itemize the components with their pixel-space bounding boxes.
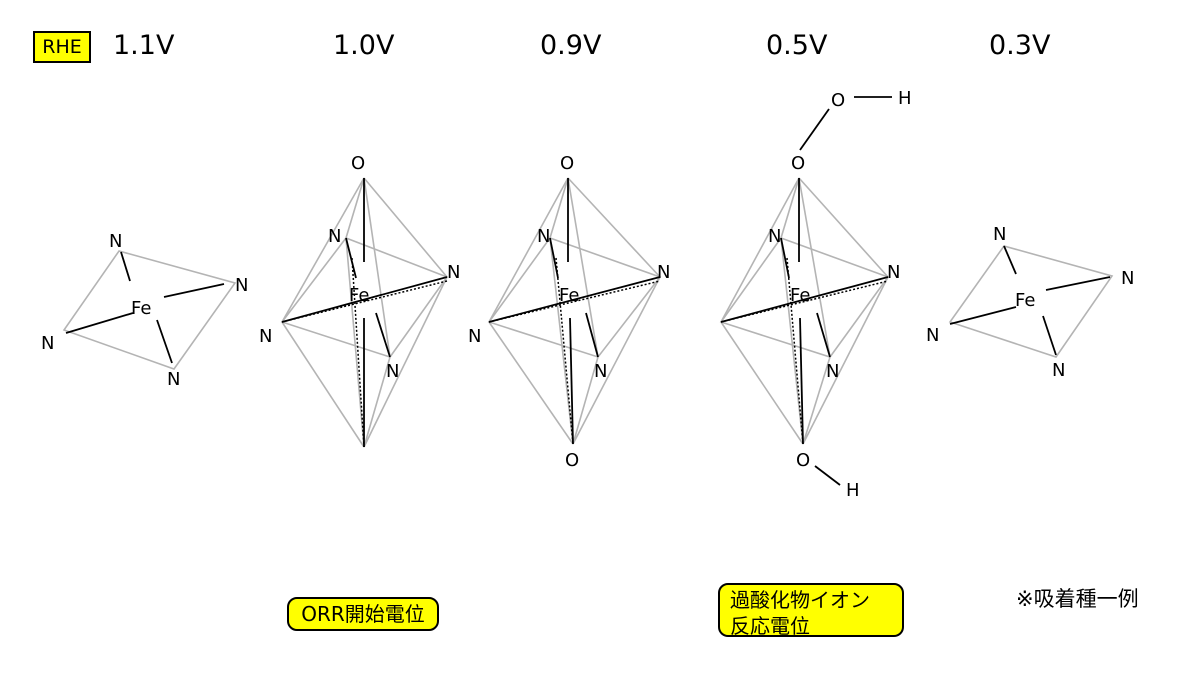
- structure-square-planar-1: Fe N N N N: [41, 231, 248, 390]
- n-atom: N: [887, 262, 900, 283]
- n-atom: N: [594, 361, 607, 382]
- fe-atom: Fe: [349, 285, 369, 306]
- adsorbate-example-note: ※吸着種一例: [1016, 587, 1139, 611]
- fe-atom: Fe: [131, 298, 151, 319]
- structure-octahedral-hydroxyl: O H O Fe N N N O H: [719, 88, 912, 501]
- n-atom: N: [537, 226, 550, 247]
- n-atom: N: [657, 262, 670, 283]
- n-atom: N: [167, 369, 180, 390]
- reference-electrode-label: RHE: [33, 31, 91, 63]
- n-atom: N: [235, 275, 248, 296]
- o-atom: O: [831, 90, 845, 111]
- potential-label-1: 1.1V: [113, 30, 175, 61]
- n-atom: N: [1121, 268, 1134, 289]
- o-atom: O: [560, 153, 574, 174]
- o-atom: O: [565, 450, 579, 471]
- potential-label-5: 0.3V: [989, 30, 1051, 61]
- fe-n-bonds: [949, 245, 1111, 356]
- fe-atom: Fe: [1015, 290, 1035, 311]
- peroxide-callout: 過酸化物イオン 反応電位: [718, 583, 904, 638]
- o-atom: O: [351, 153, 365, 174]
- back-bonds: [488, 257, 661, 445]
- potential-label-3: 0.9V: [540, 30, 602, 61]
- h-atom: H: [846, 480, 860, 501]
- coordination-frame: [948, 245, 1114, 358]
- n-atom: N: [926, 325, 939, 346]
- n-atom: N: [259, 326, 272, 347]
- orr-onset-callout: ORR開始電位: [287, 597, 439, 631]
- n-atom: N: [993, 224, 1006, 245]
- n-atom: N: [768, 226, 781, 247]
- peroxide-text-line2: 反応電位: [730, 614, 810, 638]
- n-atom: N: [1052, 360, 1065, 381]
- structure-octahedral-2: O Fe N N N N O: [468, 153, 670, 471]
- o-atom: O: [796, 450, 810, 471]
- orr-onset-text: ORR開始電位: [301, 602, 425, 626]
- octahedron-frame: [719, 177, 890, 445]
- o-atom: O: [791, 153, 805, 174]
- n-atom: N: [386, 361, 399, 382]
- structure-octahedral-1: O Fe N N N N: [259, 153, 460, 448]
- h-atom: H: [898, 88, 912, 109]
- fe-atom: Fe: [559, 285, 579, 306]
- n-atom: N: [109, 231, 122, 252]
- n-atom: N: [468, 326, 481, 347]
- coordination-frame: [62, 250, 237, 370]
- n-atom: N: [328, 226, 341, 247]
- peroxide-text-line1: 過酸化物イオン: [730, 588, 870, 612]
- n-atom: N: [41, 333, 54, 354]
- fe-atom: Fe: [790, 285, 810, 306]
- n-atom: N: [447, 262, 460, 283]
- potential-label-2: 1.0V: [333, 30, 395, 61]
- fe-n-bonds: [65, 251, 225, 364]
- back-bonds: [720, 257, 889, 445]
- structure-square-planar-2: Fe N N N N: [926, 224, 1134, 381]
- back-bonds: [281, 257, 448, 448]
- potential-label-4: 0.5V: [766, 30, 828, 61]
- n-atom: N: [826, 361, 839, 382]
- octahedron-frame: [487, 177, 662, 445]
